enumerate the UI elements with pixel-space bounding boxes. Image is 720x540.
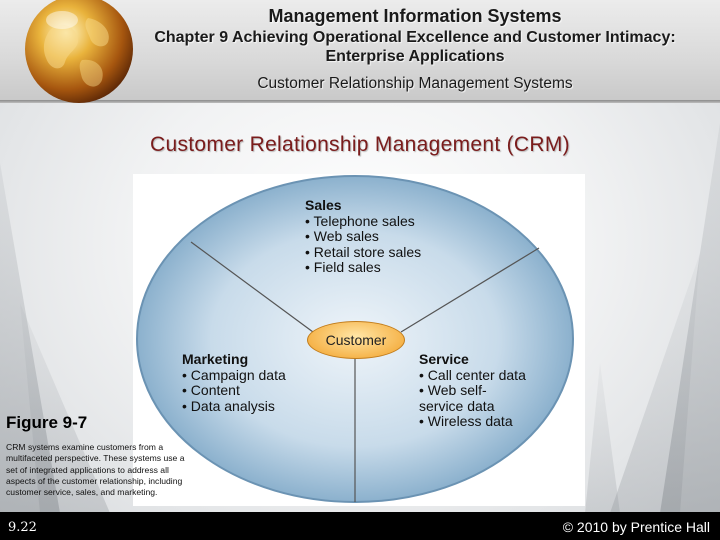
sales-title: Sales: [305, 197, 342, 213]
course-title: Management Information Systems: [268, 6, 562, 26]
service-title: Service: [419, 351, 469, 367]
header-divider: [0, 100, 720, 103]
list-item: Wireless data: [419, 413, 529, 430]
page-number: 9.22: [8, 520, 37, 535]
list-item: Web self-service data: [419, 382, 529, 414]
section-title: Customer Relationship Management Systems: [257, 75, 573, 92]
list-item: Field sales: [305, 259, 421, 276]
list-item: Data analysis: [182, 398, 286, 415]
background-decoration: [0, 123, 720, 513]
list-item: Web sales: [305, 228, 421, 245]
footer-bar: [0, 512, 720, 540]
list-item: Campaign data: [182, 367, 286, 384]
list-item: Call center data: [419, 367, 529, 384]
marketing-title: Marketing: [182, 351, 249, 367]
globe-logo-icon: [25, 0, 133, 103]
sales-section: Sales Telephone sales Web sales Retail s…: [305, 197, 421, 276]
list-item: Content: [182, 382, 286, 399]
list-item: Retail store sales: [305, 244, 421, 261]
customer-hub: Customer: [307, 321, 405, 359]
figure-caption: CRM systems examine customers from a mul…: [6, 442, 185, 498]
marketing-section: Marketing Campaign data Content Data ana…: [182, 351, 286, 415]
list-item: Telephone sales: [305, 213, 421, 230]
slide-title: Customer Relationship Management (CRM): [150, 133, 570, 156]
service-section: Service Call center data Web self-servic…: [419, 351, 529, 430]
copyright: © 2010 by Prentice Hall: [562, 519, 710, 535]
crm-figure: Sales Telephone sales Web sales Retail s…: [133, 174, 585, 506]
divider-line-right: [400, 247, 540, 333]
chapter-title: Chapter 9 Achieving Operational Excellen…: [154, 29, 676, 65]
divider-line-left: [190, 241, 314, 333]
figure-label: Figure 9-7: [6, 413, 88, 432]
